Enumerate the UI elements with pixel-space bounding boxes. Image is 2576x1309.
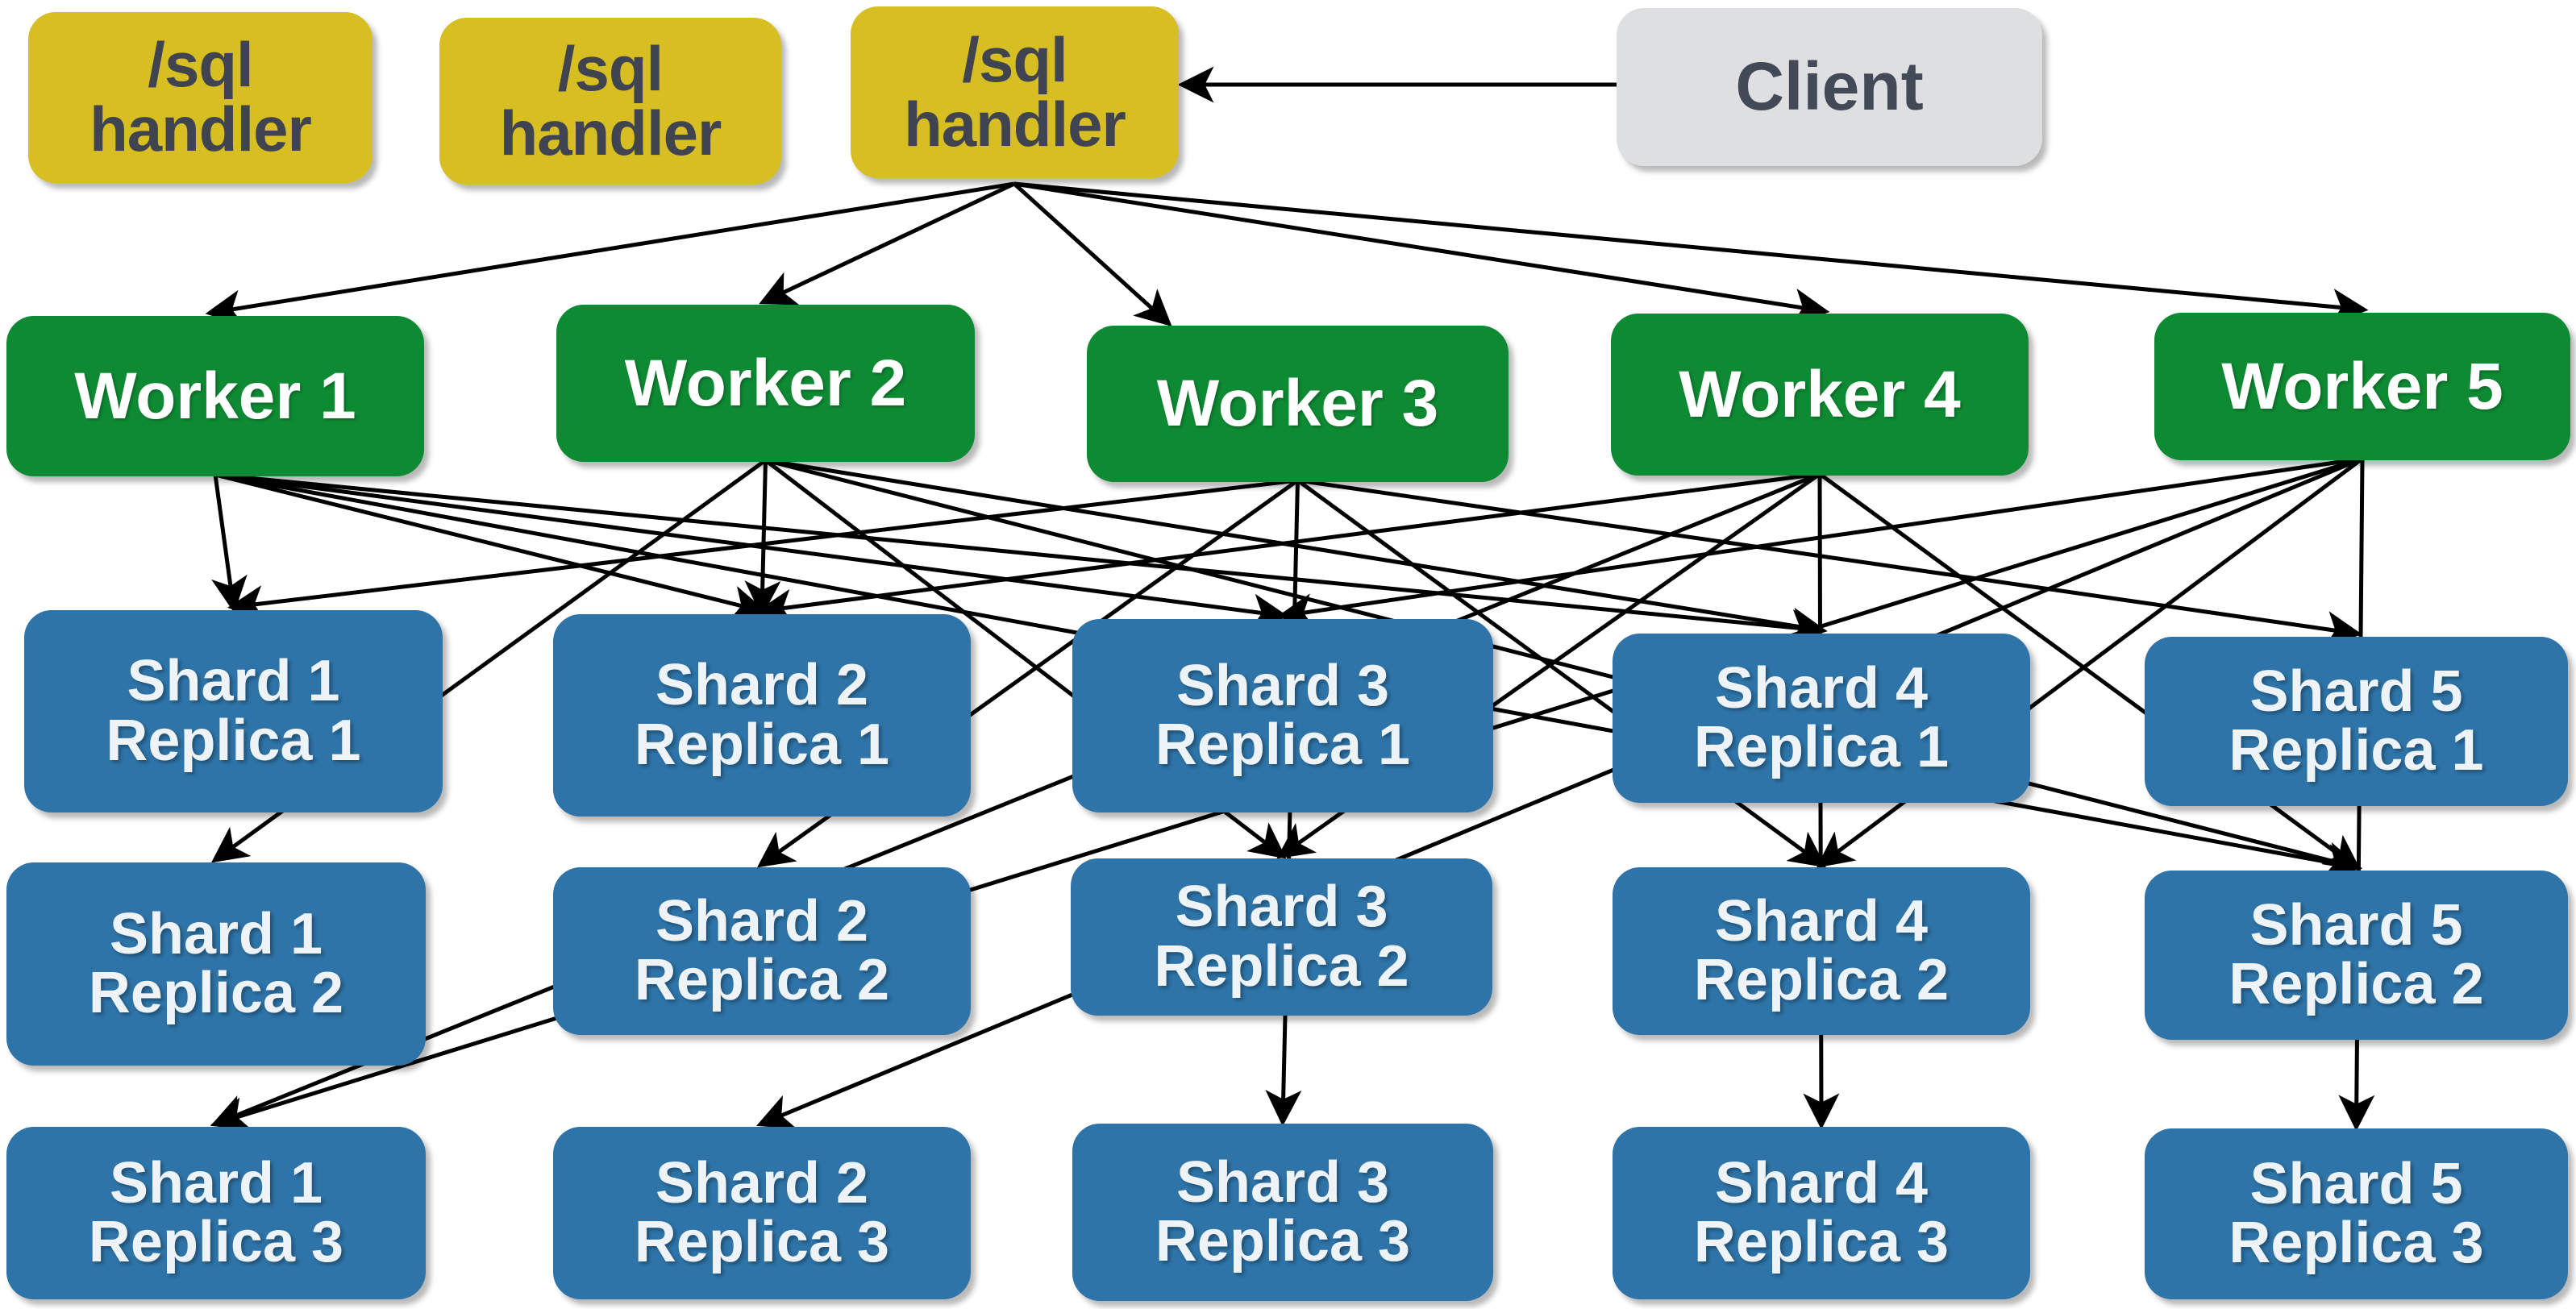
worker-4-label: Worker 4 [1679,357,1961,431]
shard-2-replica-2-label: Shard 2 Replica 2 [634,888,890,1012]
shard-3-replica-2-label: Shard 3 Replica 2 [1154,875,1409,999]
worker-1-label: Worker 1 [74,359,356,433]
edge-handler-3-to-worker-3 [1013,182,1172,327]
worker-5-label: Worker 5 [2221,349,2503,423]
shard-5-replica-3-label: Shard 5 Replica 3 [2229,1151,2484,1275]
shard-1-replica-3-label: Shard 1 Replica 3 [88,1150,344,1274]
handler-2-label: /sql handler [499,32,722,168]
handler-3-label: /sql handler [904,23,1126,160]
edge-worker-1-to-shard-3-replica-1 [214,472,1289,630]
edge-worker-4-to-shard-1-replica-3 [210,472,1821,1129]
shard-1-replica-1[interactable]: Shard 1 Replica 1 [24,610,443,812]
shard-4-replica-3-label: Shard 4 Replica 3 [1693,1150,1950,1274]
shard-3-replica-3-label: Shard 3 Replica 3 [1155,1149,1411,1274]
worker-2-label: Worker 2 [624,346,907,420]
worker-1[interactable]: Worker 1 [6,316,424,476]
edge-worker-4-to-shard-2-replica-1 [755,472,1821,625]
edge-worker-2-to-shard-4-replica-1 [765,458,1828,644]
edge-worker-1-to-shard-2-replica-1 [214,472,768,621]
shard-3-replica-3[interactable]: Shard 3 Replica 3 [1072,1124,1493,1301]
shard-4-replica-1-label: Shard 4 Replica 1 [1693,655,1950,779]
shard-5-replica-2-label: Shard 5 Replica 2 [2229,892,2484,1016]
shard-3-replica-1[interactable]: Shard 3 Replica 1 [1072,619,1493,812]
edge-handler-3-to-worker-1 [205,181,1015,326]
shard-3-replica-1-label: Shard 3 Replica 1 [1155,653,1411,777]
edge-handler-3-to-worker-4 [1013,181,1830,325]
shard-1-replica-1-label: Shard 1 Replica 1 [106,649,361,773]
edge-worker-2-to-shard-2-replica-1 [744,459,781,617]
shard-2-replica-3[interactable]: Shard 2 Replica 3 [553,1127,971,1299]
shard-4-replica-3[interactable]: Shard 4 Replica 3 [1613,1127,2030,1299]
edge-worker-1-to-shard-1-replica-1 [211,474,248,613]
edge-worker-3-to-shard-1-replica-1 [227,478,1298,621]
shard-1-replica-3[interactable]: Shard 1 Replica 3 [6,1127,426,1299]
shard-1-replica-2-label: Shard 1 Replica 2 [88,901,344,1025]
edge-worker-1-to-shard-4-replica-1 [214,472,1828,646]
shard-4-replica-2-label: Shard 4 Replica 2 [1693,888,1950,1012]
edge-worker-5-to-shard-2-replica-3 [756,456,2363,1129]
edge-worker-5-to-shard-3-replica-1 [1276,456,2363,630]
shard-5-replica-1[interactable]: Shard 5 Replica 1 [2145,637,2568,806]
worker-5[interactable]: Worker 5 [2154,313,2570,460]
edge-worker-3-to-shard-5-replica-1 [1297,478,2362,647]
shard-2-replica-1[interactable]: Shard 2 Replica 1 [553,614,971,817]
shard-2-replica-3-label: Shard 2 Replica 3 [634,1150,890,1274]
handler-1[interactable]: /sql handler [28,12,372,183]
handler-2[interactable]: /sql handler [439,18,781,185]
shard-4-replica-1[interactable]: Shard 4 Replica 1 [1613,634,2030,803]
worker-3-label: Worker 3 [1156,367,1439,441]
edge-worker-2-to-shard-5-replica-2 [764,458,2362,878]
client-label: Client [1735,48,1924,125]
worker-4[interactable]: Worker 4 [1611,314,2029,476]
shard-2-replica-2[interactable]: Shard 2 Replica 2 [553,867,971,1035]
handler-3[interactable]: /sql handler [851,6,1179,178]
edge-handler-3-to-worker-2 [759,181,1016,305]
shard-1-replica-2[interactable]: Shard 1 Replica 2 [6,862,426,1066]
shard-3-replica-2[interactable]: Shard 3 Replica 2 [1071,858,1492,1016]
shard-2-replica-1-label: Shard 2 Replica 1 [634,653,890,777]
shard-4-replica-2[interactable]: Shard 4 Replica 2 [1613,867,2030,1035]
client[interactable]: Client [1617,8,2042,166]
shard-5-replica-2[interactable]: Shard 5 Replica 2 [2145,871,2568,1040]
worker-2[interactable]: Worker 2 [556,305,975,462]
handler-1-label: /sql handler [89,29,312,164]
edge-handler-3-to-worker-5 [1013,181,2369,325]
worker-3[interactable]: Worker 3 [1087,326,1509,482]
shard-5-replica-3[interactable]: Shard 5 Replica 3 [2145,1128,2568,1299]
shard-5-replica-1-label: Shard 5 Replica 1 [2229,659,2484,783]
